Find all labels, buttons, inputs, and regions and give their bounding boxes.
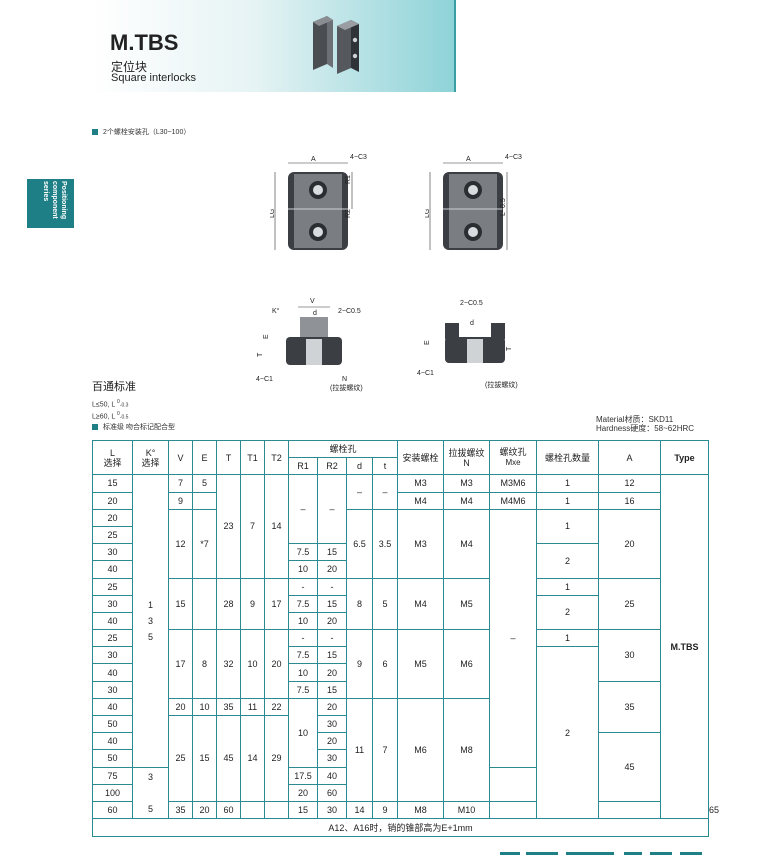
bolt-hole-note: 2个螺栓安装孔（L30~100） xyxy=(92,127,190,137)
header-divider xyxy=(454,0,456,92)
bottom-bar-3 xyxy=(566,852,614,855)
table-row: 30 7.5 15 2 xyxy=(92,543,709,579)
table-row: 25 xyxy=(92,525,709,545)
table-row: 20 9 M4 M4 M4M6 1 16 xyxy=(92,491,709,510)
page-subtitle-en: Square interlocks xyxy=(111,72,196,84)
product-photo xyxy=(313,16,359,74)
dim-c05-right: 2−C0.5 xyxy=(460,300,483,307)
type-cell: M.TBS xyxy=(660,474,710,820)
standard-title: 百通标准 xyxy=(92,381,136,393)
col-t1: T1 xyxy=(240,439,265,476)
standard-grade-note: 标准级 吻合标记配合型 xyxy=(92,422,175,432)
dim-pull: (拉拔螺纹) xyxy=(330,383,363,392)
dim-c-top-right: 4−C3 xyxy=(505,154,522,161)
page-title: M.TBS xyxy=(110,30,179,55)
bottom-bar-4 xyxy=(624,852,642,855)
dim-d-right: d xyxy=(470,320,474,327)
dim-a-right: A xyxy=(466,156,471,163)
tolerance-note: L≤50, L 0-0.3 L≥60, L 0-0.5 xyxy=(92,399,129,421)
dim-c1: 4−C1 xyxy=(256,376,273,383)
table-row: 40 20 10 35 11 22 10 20 11 7 M6 M8 xyxy=(92,697,709,802)
header-banner xyxy=(92,0,454,92)
dim-r1: R1 xyxy=(345,175,352,184)
col-r2: R2 xyxy=(317,457,347,476)
bullet-square-icon xyxy=(92,129,98,136)
col-install-bolt: 安装螺栓 xyxy=(397,439,445,476)
col-bolt-count: 螺栓孔数量 xyxy=(536,439,600,476)
table-row: 60 35 20 60 15 30 14 9 M8 M10 65 xyxy=(92,800,719,820)
table-row: 30 7.5 15 35 xyxy=(92,680,709,734)
table-footer-note: A12、A16时，销的锥部高为E+1mm xyxy=(91,818,710,838)
table-footer-row: A12、A16时，销的锥部高为E+1mm xyxy=(91,818,710,838)
dim-l05: L−0.5 xyxy=(500,198,507,216)
side-view-drawing-right: 2−C0.5 d E T 4−C1 (拉拔螺纹) xyxy=(417,300,518,389)
dim-k: K° xyxy=(272,307,280,315)
col-type: Type xyxy=(660,439,710,476)
material-note: Material材质：SKD11 Hardness硬度：58~62HRC xyxy=(596,415,694,433)
dim-lg: LG xyxy=(270,209,276,218)
table-row: 30 7.5 15 2 xyxy=(92,594,709,631)
col-d: d xyxy=(346,457,373,476)
bottom-bar-1 xyxy=(500,852,520,855)
table-row: 50 25 15 45 14 29 30 xyxy=(92,714,709,802)
dim-r2: R2 xyxy=(345,209,352,218)
side-tab-label: Positioning component series xyxy=(42,181,67,220)
table-row: 50 30 xyxy=(92,749,709,768)
side-category-tab[interactable]: Positioning component series xyxy=(27,179,74,228)
top-view-drawing-right: A 4−C3 LG L−0.5 xyxy=(425,154,522,250)
dim-t: T xyxy=(257,352,264,357)
page-subtitle-cn: 定位块 xyxy=(111,60,148,74)
table-subheader-row: R1 R2 d t xyxy=(93,457,709,476)
table-row: 40 20 45 xyxy=(92,732,709,802)
col-e: E xyxy=(192,439,217,476)
top-view-drawing-left: A 4−C3 LG R1 R2 xyxy=(270,154,367,250)
table-row: 40 10 20 xyxy=(92,560,709,579)
col-r1: R1 xyxy=(288,457,318,476)
dim-pull-right: (拉拔螺纹) xyxy=(485,380,518,389)
dim-t-right: T xyxy=(506,346,513,351)
dim-c1-right: 4−C1 xyxy=(417,370,434,377)
dim-c05: 2−C0.5 xyxy=(338,308,361,315)
side-view-drawing-left: K° V d 2−C0.5 T E 4−C1 N (拉拔螺纹) xyxy=(256,298,363,392)
table-row: 100 20 60 xyxy=(92,783,709,802)
col-t: T xyxy=(216,439,241,476)
col-k: K°选择 xyxy=(132,439,169,476)
bullet-square-icon xyxy=(92,424,98,431)
dim-d: d xyxy=(313,310,317,317)
col-bolt-hole: 螺栓孔 xyxy=(287,439,399,459)
table-row: 30 7.5 15 2 xyxy=(92,646,709,820)
dim-n: N xyxy=(342,376,347,383)
bottom-bar-6 xyxy=(680,852,702,855)
col-v: V xyxy=(168,439,193,476)
material-text: Material材质：SKD11 xyxy=(596,415,674,424)
col-t2: T2 xyxy=(264,439,289,476)
dim-e-right: E xyxy=(424,340,431,345)
bottom-bar-5 xyxy=(650,852,672,855)
table-row: 25 17 8 32 10 20 - - 9 6 M5 M6 1 30 xyxy=(92,629,709,699)
table-row: 25 15 28 9 17 - - 8 5 M4 M5 1 25 xyxy=(92,577,709,631)
bottom-bar-2 xyxy=(526,852,558,855)
table-row: 40 10 20 xyxy=(92,663,709,682)
dim-c-top: 4−C3 xyxy=(350,154,367,161)
table-row: 20 12 *7 6.5 3.5 M3 M4 – 1 20 xyxy=(92,508,709,768)
table-row: 40 10 20 xyxy=(92,611,709,631)
dim-a: A xyxy=(311,156,316,163)
col-t-small: t xyxy=(371,457,399,476)
dim-lg-right: LG xyxy=(425,209,431,218)
col-a: A xyxy=(598,439,662,476)
dim-e: E xyxy=(263,334,270,339)
hardness-text: Hardness硬度：58~62HRC xyxy=(596,424,695,433)
dim-v: V xyxy=(310,298,315,305)
